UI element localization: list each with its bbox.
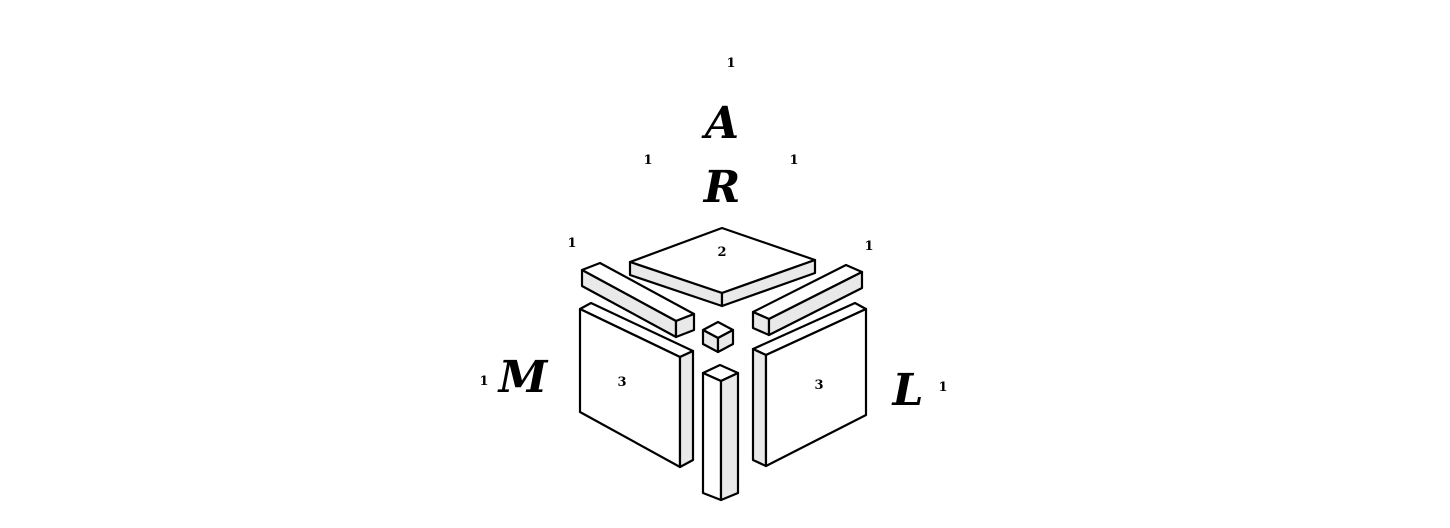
left-panel (578, 301, 695, 469)
letter-r: R (702, 162, 741, 213)
letter-l: L (891, 365, 924, 416)
left-upper-bar (580, 261, 696, 339)
letter-m: M (497, 352, 549, 403)
number-beside-m: 1 (479, 374, 488, 389)
number-left-of-r: 1 (643, 153, 652, 168)
number-right-bar: 1 (864, 239, 873, 254)
center-small-cube (701, 320, 735, 354)
number-beside-l: 1 (938, 380, 947, 395)
left-block-number: 3 (617, 375, 626, 390)
vertical-post (701, 363, 740, 502)
number-left-bar: 1 (567, 236, 576, 251)
right-upper-bar (751, 263, 864, 337)
number-above-a: 1 (726, 56, 735, 71)
letter-a: A (701, 98, 739, 149)
top-block-number: 2 (717, 245, 726, 260)
right-block-number: 3 (814, 378, 823, 393)
right-panel (751, 301, 868, 468)
top-slab (628, 226, 817, 308)
number-right-of-r: 1 (789, 153, 798, 168)
